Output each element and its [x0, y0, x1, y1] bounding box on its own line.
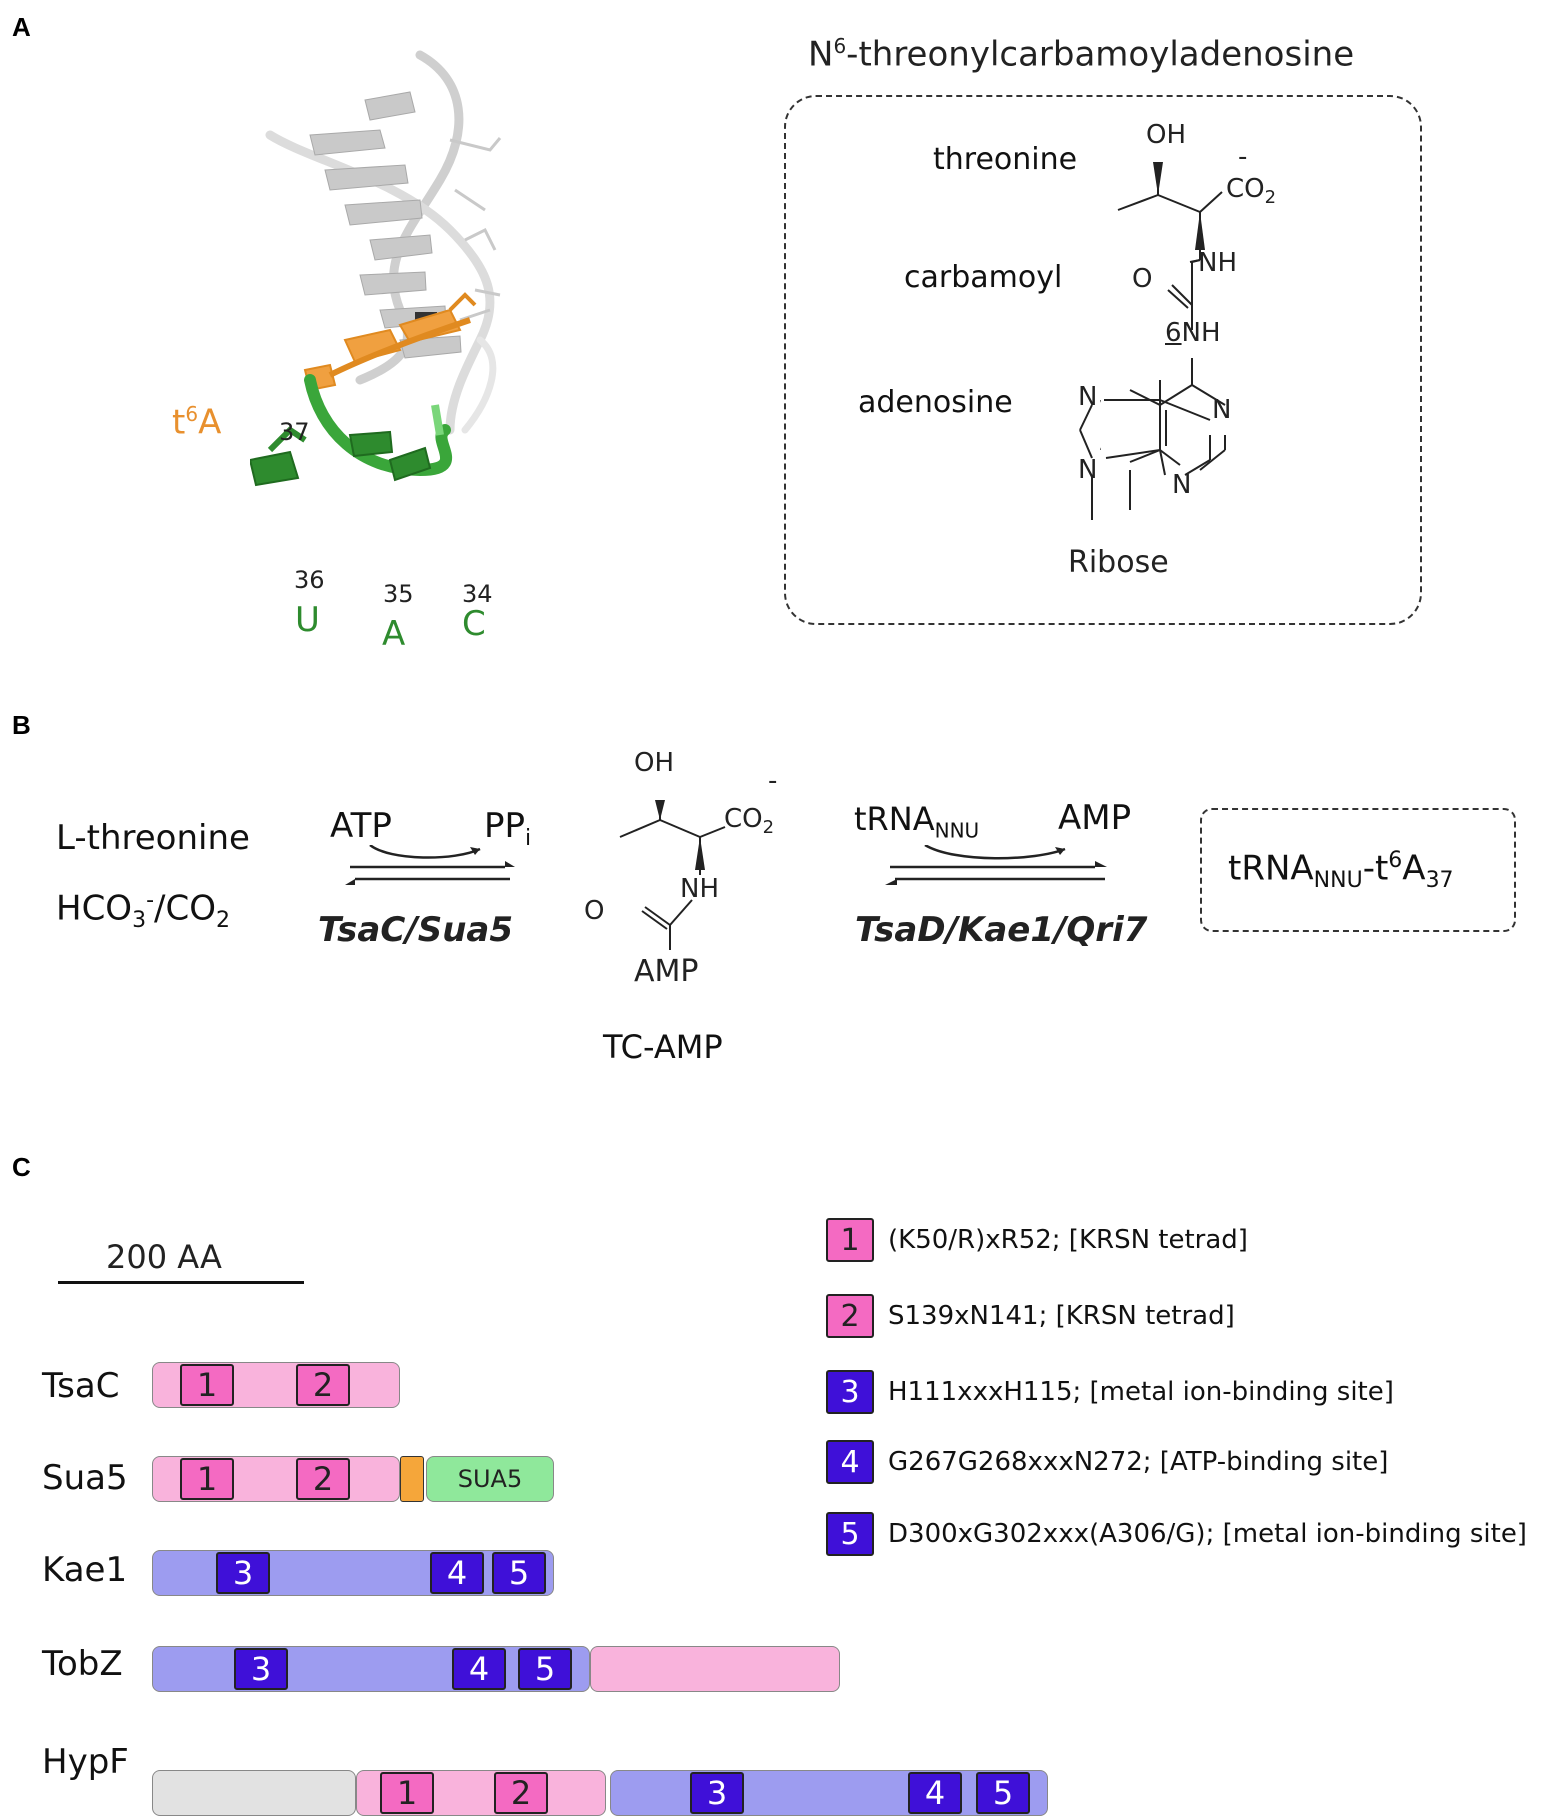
position-35-label: 35 [383, 580, 414, 608]
tc-amp-oh: OH [634, 748, 675, 778]
tc-amp-o: O [584, 896, 605, 926]
reaction-arrows-2 [885, 845, 1107, 885]
atp-label: ATP [330, 806, 392, 846]
panel-a-letter: A [12, 12, 31, 42]
reaction-arrows-1 [345, 845, 515, 885]
protein-name-kae1: Kae1 [42, 1550, 128, 1590]
trna-structure-illustration [250, 50, 502, 487]
molecule-minus: - [1238, 142, 1248, 172]
hypf-bar-grey [152, 1770, 356, 1816]
sua5-domain: SUA5 [426, 1456, 554, 1502]
t6a-label: t6A [172, 402, 222, 443]
base-a-label: A [382, 614, 406, 654]
enzyme-tsad-kae1-qri7: TsaD/Kae1/Qri7 [855, 910, 1148, 950]
panel-c-letter: C [12, 1152, 31, 1182]
legend-box-4: 4 [826, 1440, 874, 1484]
tc-amp-label: TC-AMP [603, 1028, 723, 1066]
l-threonine-label: L-threonine [56, 818, 250, 858]
sua5-motif-2: 2 [296, 1458, 350, 1500]
amp-label: AMP [1058, 798, 1132, 838]
adenosine-label: adenosine [858, 385, 1013, 420]
molecule-n7: N [1078, 382, 1098, 412]
sua5-domain-label: SUA5 [457, 1465, 523, 1493]
helix-backbone-3 [461, 336, 497, 434]
hypf-motif-5: 5 [976, 1772, 1030, 1814]
legend-text-5: D300xG302xxx(A306/G); [metal ion-binding… [888, 1519, 1527, 1549]
sua5-linker [400, 1456, 424, 1502]
tobz-motif-3: 3 [234, 1648, 288, 1690]
legend-box-5: 5 [826, 1512, 874, 1556]
base-c-label: C [462, 604, 486, 644]
molecule-n1: N [1212, 395, 1232, 425]
scale-bar [58, 1281, 304, 1284]
protein-name-sua5: Sua5 [42, 1458, 128, 1498]
tc-amp-minus: - [768, 766, 778, 796]
legend-item-4: 4 G267G268xxxN272; [ATP-binding site] [826, 1440, 1388, 1484]
ppi-label: PPi [484, 806, 532, 851]
molecule-nh: NH [1198, 248, 1237, 278]
molecule-ribose: Ribose [1068, 545, 1169, 580]
position-37-label: 37 [279, 418, 310, 446]
tobz-motif-5: 5 [518, 1648, 572, 1690]
tc-amp-amp-group: AMP [634, 954, 699, 989]
legend-item-2: 2 S139xN141; [KRSN tetrad] [826, 1294, 1235, 1338]
threonine-label: threonine [933, 142, 1078, 177]
legend-item-5: 5 D300xG302xxx(A306/G); [metal ion-bindi… [826, 1512, 1527, 1556]
protein-name-tobz: TobZ [42, 1644, 123, 1684]
tobz-motif-4: 4 [452, 1648, 506, 1690]
protein-name-hypf: HypF [42, 1742, 129, 1782]
legend-box-1: 1 [826, 1218, 874, 1262]
trna-nnu-label: tRNANNU [854, 800, 980, 843]
molecule-o: O [1132, 264, 1153, 294]
legend-item-1: 1 (K50/R)xR52; [KRSN tetrad] [826, 1218, 1248, 1262]
molecule-n6h: 6NH [1165, 318, 1221, 348]
product-box [1200, 808, 1516, 932]
enzyme-tsac-sua5: TsaC/Sua5 [318, 910, 514, 950]
scale-bar-label: 200 AA [106, 1238, 222, 1276]
kae1-motif-5: 5 [492, 1552, 546, 1594]
tsac-motif-1: 1 [180, 1364, 234, 1406]
hypf-motif-4: 4 [908, 1772, 962, 1814]
legend-text-1: (K50/R)xR52; [KRSN tetrad] [888, 1225, 1248, 1255]
product-trna-t6a37: tRNANNU-t6A37 [1228, 848, 1454, 894]
t6a-molecule-box [784, 95, 1422, 625]
molecule-co2: CO2 [1226, 174, 1277, 209]
tc-amp-co2: CO2 [724, 804, 775, 839]
hco3-co2-label: HCO3-/CO2 [56, 888, 230, 934]
kae1-motif-4: 4 [430, 1552, 484, 1594]
molecule-oh: OH [1146, 120, 1187, 150]
tsac-motif-2: 2 [296, 1364, 350, 1406]
panel-b-letter: B [12, 710, 31, 740]
position-36-label: 36 [294, 566, 325, 594]
legend-text-3: H111xxxH115; [metal ion-binding site] [888, 1377, 1394, 1407]
t6a-chemical-structure [1100, 162, 1226, 510]
protein-name-tsac: TsaC [42, 1366, 120, 1406]
molecule-n3: N [1172, 470, 1192, 500]
hypf-motif-3: 3 [690, 1772, 744, 1814]
legend-box-3: 3 [826, 1370, 874, 1414]
legend-text-4: G267G268xxxN272; [ATP-binding site] [888, 1447, 1389, 1477]
purine-ring-lines [1079, 380, 1211, 520]
legend-box-2: 2 [826, 1294, 874, 1338]
helix-backbone-2 [265, 130, 495, 435]
carbamoyl-label: carbamoyl [904, 260, 1063, 295]
hypf-motif-2: 2 [494, 1772, 548, 1814]
tobz-bar-blue [152, 1646, 590, 1692]
hypf-motif-1: 1 [380, 1772, 434, 1814]
position-34-label: 34 [462, 580, 493, 608]
sua5-motif-1: 1 [180, 1458, 234, 1500]
tc-amp-chemical-structure [619, 800, 726, 950]
kae1-motif-3: 3 [216, 1552, 270, 1594]
legend-item-3: 3 H111xxxH115; [metal ion-binding site] [826, 1370, 1394, 1414]
molecule-title: N6-threonylcarbamoyladenosine [808, 34, 1355, 75]
tobz-bar-pink [590, 1646, 840, 1692]
legend-text-2: S139xN141; [KRSN tetrad] [888, 1301, 1235, 1331]
base-u-label: U [295, 600, 320, 640]
tc-amp-nh: NH [680, 874, 719, 904]
